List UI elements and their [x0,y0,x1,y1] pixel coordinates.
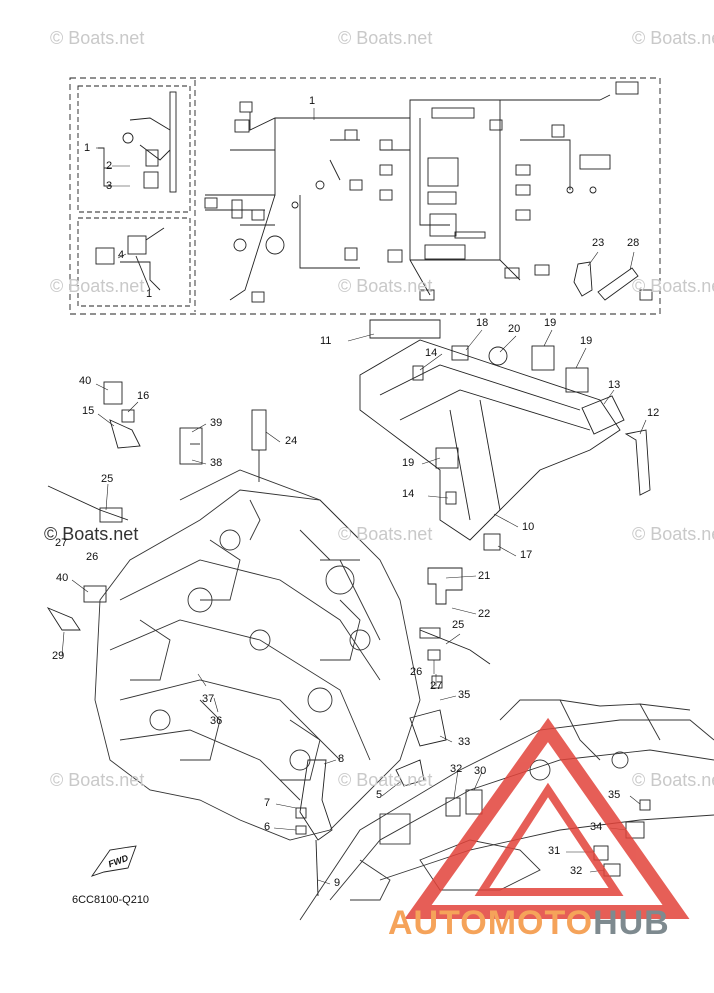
watermark: © Boats.net [338,276,433,296]
watermark: © Boats.net [338,770,433,790]
callout-number: 1 [309,95,316,107]
watermark: © Boats.net [632,28,714,48]
brand-logo-text: AUTOMOTOHUB [388,904,670,943]
watermark: © Boats.net [44,524,139,544]
callout-number: 10 [522,521,535,533]
callout-number: 11 [320,335,332,347]
callout-number: 23 [592,237,605,249]
watermark: © Boats.net [632,276,714,296]
harness-connectors [204,81,639,303]
cable-tie-28 [597,267,639,301]
clip-23 [573,261,593,297]
wiring-harness [205,94,611,301]
callout-number: 18 [476,317,489,329]
connector-inset [95,227,165,291]
callout-number: 27 [55,537,68,549]
callout-number: 1 [84,142,91,154]
callout-number: 40 [56,572,69,584]
callout-number: 32 [450,763,463,775]
callout-number: 25 [101,473,114,485]
callout-number: 20 [508,323,521,335]
watermark: © Boats.net [632,524,714,544]
watermark: © Boats.net [50,276,145,296]
connector-inset-box [77,217,191,307]
callout-number: 31 [548,845,561,857]
callout-number: 29 [52,650,65,662]
leader-lines [61,108,647,885]
callout-number: 4 [118,249,125,261]
callout-number: 7 [264,797,271,809]
callout-number: 3 [106,180,113,192]
callout-number: 19 [402,457,415,469]
engine-block [94,469,421,841]
callout-number: 30 [474,765,487,777]
callout-number: 24 [285,435,298,447]
callout-number: 9 [334,877,341,889]
watermark: © Boats.net [338,524,433,544]
callout-number: 25 [452,619,465,631]
fwd-arrow [90,845,137,877]
callout-number: 27 [430,680,443,692]
callout-number: 8 [338,753,345,765]
sensor-inset-box [77,85,191,213]
callout-number: 15 [82,405,95,417]
callout-number: 35 [608,789,621,801]
callout-number: 35 [458,689,471,701]
callout-number: 33 [458,736,471,748]
watermark: © Boats.net [50,770,145,790]
clamps-upper [412,345,589,551]
right-parts [295,567,651,897]
brand-logo-part2: HUB [593,904,670,942]
callout-number: 34 [590,821,603,833]
callout-number: 19 [580,335,593,347]
left-parts [46,381,267,631]
callout-number: 2 [106,160,113,172]
callout-number: 37 [202,693,215,705]
sensor-inset [98,91,177,193]
callout-number: 16 [137,390,150,402]
callout-number: 26 [86,551,99,563]
watermark: © Boats.net [632,770,714,790]
callout-number: 40 [79,375,92,387]
callout-number: 39 [210,417,223,429]
callout-number: 21 [478,570,491,582]
callout-number: 17 [520,549,533,561]
callout-number: 13 [608,379,621,391]
diagram-code: 6CC8100-Q210 [72,894,150,906]
brand-logo-part1: AUTOMOTO [388,904,594,942]
brand-logo-mark [404,717,690,919]
callout-number: 19 [544,317,557,329]
harness-inset-box [69,77,661,315]
callout-number: 26 [410,666,423,678]
callout-number: 14 [402,488,415,500]
rubber-13 [581,395,625,435]
callout-number: 38 [210,457,223,469]
callout-number: 14 [425,347,438,359]
watermark: © Boats.net [50,28,145,48]
grommet-11 [369,319,441,339]
tube-12 [624,429,651,496]
callout-number: 28 [627,237,640,249]
callout-number: 36 [210,715,223,727]
callout-number: 12 [647,407,660,419]
bracket-assembly [359,319,651,541]
callout-number: 32 [570,865,583,877]
callout-number: 1 [146,288,153,300]
callout-number: 22 [478,608,491,620]
callout-number: 5 [376,789,383,801]
callout-number: 6 [264,821,271,833]
watermark: © Boats.net [338,28,433,48]
